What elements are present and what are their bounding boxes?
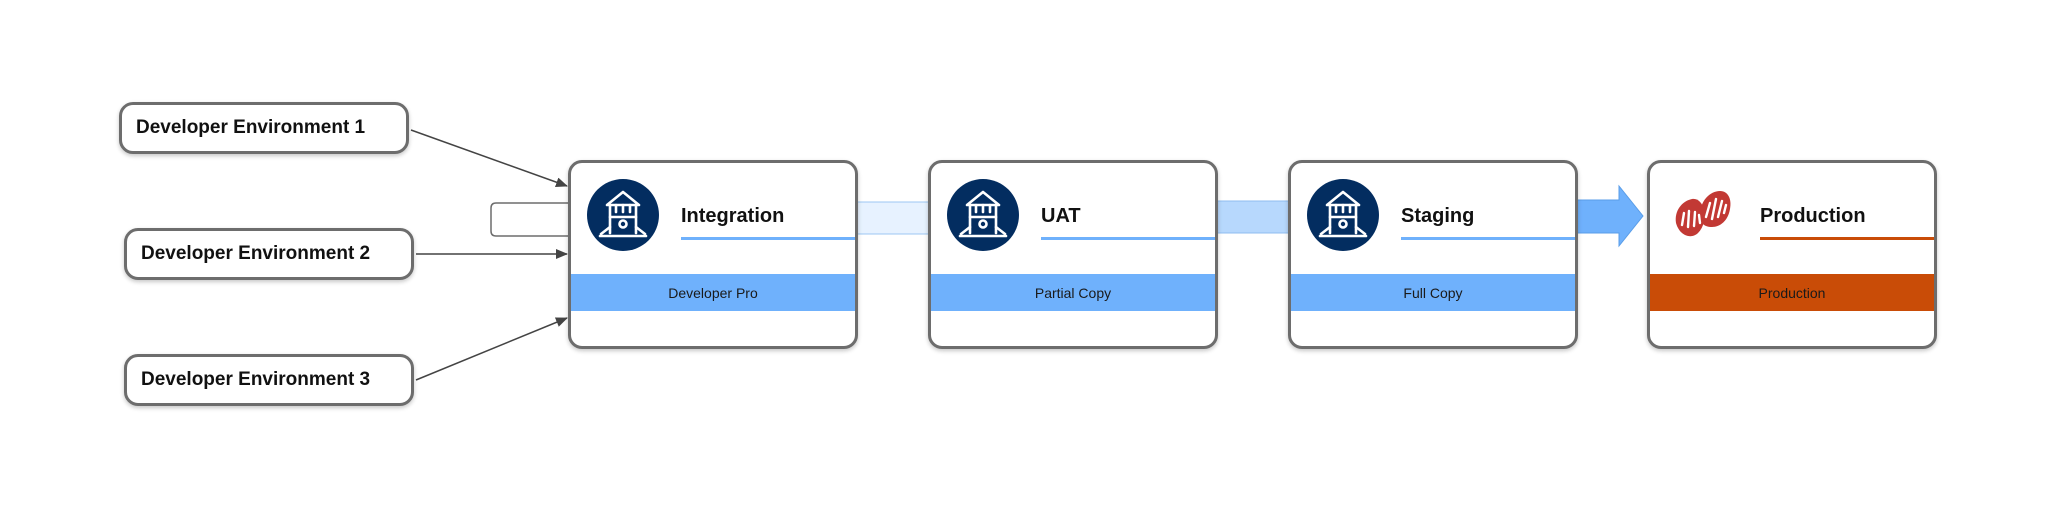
dev-env-3-connector: [415, 317, 568, 381]
promotion-arrow-staging-to-production: [1576, 184, 1644, 248]
integration-title: Integration: [681, 205, 785, 227]
developer-environment-2-label: Developer Environment 2: [141, 243, 371, 264]
promotion-arrow-integration-to-uat: [856, 201, 931, 235]
staging-title: Staging: [1401, 205, 1475, 227]
production-type-band: Production: [1650, 274, 1934, 311]
integration-sandbox-type-band: Developer Pro: [571, 274, 855, 311]
developer-environment-2-box: Developer Environment 2: [124, 228, 414, 280]
production-environment-card: Production Production: [1647, 160, 1937, 349]
production-title-underline: [1760, 237, 1934, 240]
uat-sandbox-type-label: Partial Copy: [1034, 284, 1112, 301]
staging-sandbox-type-label: Full Copy: [1403, 284, 1463, 301]
staging-title-underline: [1401, 237, 1575, 240]
production-title: Production: [1760, 205, 1866, 227]
uat-sandbox-type-band: Partial Copy: [931, 274, 1215, 311]
uat-title-underline: [1041, 237, 1215, 240]
integration-environment-card: Integration Developer Pro: [568, 160, 858, 349]
feedback-loop-bracket: [490, 202, 568, 237]
uat-title: UAT: [1041, 205, 1081, 227]
sandbox-playground-icon: [1307, 179, 1379, 251]
sandbox-playground-icon: [587, 179, 659, 251]
developer-environment-3-box: Developer Environment 3: [124, 354, 414, 406]
developer-environment-1-label: Developer Environment 1: [136, 117, 366, 138]
integration-title-underline: [681, 237, 855, 240]
staging-sandbox-type-band: Full Copy: [1291, 274, 1575, 311]
staging-environment-card: Staging Full Copy: [1288, 160, 1578, 349]
production-type-label: Production: [1758, 284, 1826, 301]
integration-sandbox-type-label: Developer Pro: [668, 284, 758, 301]
uat-environment-card: UAT Partial Copy: [928, 160, 1218, 349]
developer-environment-3-label: Developer Environment 3: [141, 369, 371, 390]
promotion-arrow-uat-to-staging: [1216, 200, 1290, 234]
developer-environment-1-box: Developer Environment 1: [119, 102, 409, 154]
dev-env-1-connector: [410, 129, 568, 187]
sandbox-playground-icon: [947, 179, 1019, 251]
production-hands-icon: [1675, 191, 1731, 237]
